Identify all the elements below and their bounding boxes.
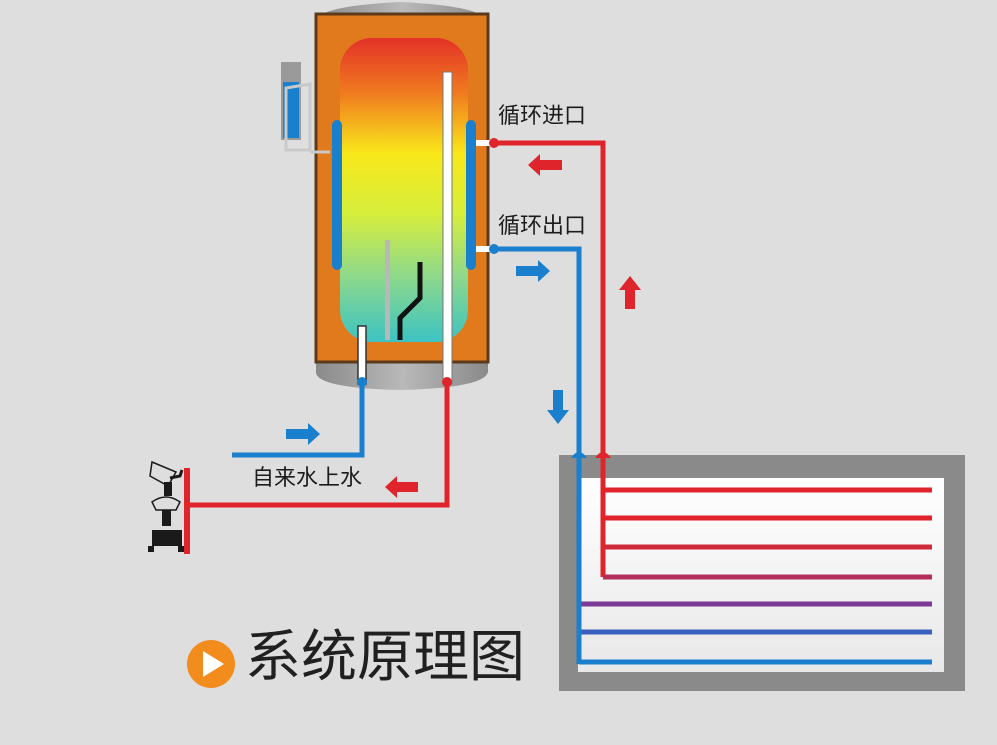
tank-inner-heat — [340, 38, 468, 342]
play-badge-icon — [187, 640, 235, 688]
tank-hot-dip-tube — [442, 71, 453, 385]
faucet-icon — [151, 496, 181, 511]
collector-coil — [576, 458, 935, 665]
arrow-down-blue-icon — [547, 390, 569, 424]
arrow-left-red-icon — [528, 154, 562, 176]
tank-inlet-stub — [476, 140, 494, 146]
tap-cold-supply-pipe — [232, 378, 365, 458]
tank-cold-dip-tube — [357, 325, 367, 385]
solar-collector — [559, 452, 965, 691]
tap-hot-supply-pipe — [187, 378, 450, 508]
bathtub-icon — [152, 530, 182, 546]
flow-arrows — [286, 154, 641, 498]
tank-exchanger-left — [332, 120, 342, 270]
tank-outlet-stub — [476, 246, 494, 252]
circulation-pipes — [489, 138, 606, 458]
label-inlet-circulation: 循环进口 — [498, 104, 587, 129]
arrow-up-red-icon — [619, 276, 641, 309]
diagram-title: 系统原理图 — [245, 625, 525, 690]
tank-sensor-rod — [385, 240, 390, 340]
label-tap-water: 自来水上水 — [252, 466, 363, 491]
tank-heating-element-icon — [397, 262, 423, 340]
shower-icon — [149, 460, 178, 488]
arrow-right-blue-icon — [516, 260, 550, 282]
circulation-cold-pipe — [494, 246, 582, 458]
tap-water-pipes — [184, 377, 452, 554]
arrow-left-red-tap-icon — [385, 476, 418, 498]
water-tank — [314, 2, 494, 390]
tap-hot-outlet-bar — [184, 468, 190, 554]
circulation-hot-pipe — [494, 140, 606, 458]
label-outlet-circulation: 循环出口 — [498, 214, 587, 239]
arrow-right-blue-tap-icon — [286, 423, 320, 445]
thermometer-gauge-icon — [281, 62, 330, 154]
tank-exchanger-right — [466, 120, 476, 270]
fixtures-icon — [148, 460, 184, 552]
